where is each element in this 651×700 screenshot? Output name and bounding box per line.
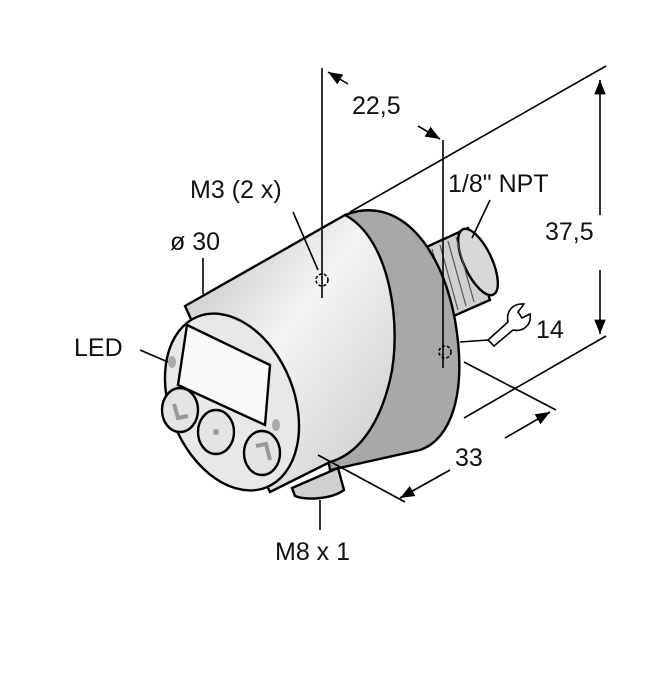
wrench-size-label: 14 [536, 316, 564, 344]
dimension-lines [139, 65, 607, 530]
npt-thread-label: 1/8" NPT [448, 170, 549, 198]
dimension-37-5-label: 37,5 [545, 218, 594, 246]
wrench-icon [486, 303, 532, 348]
m8-connector [290, 466, 346, 500]
dimension-33-label: 33 [455, 444, 483, 472]
led-indicator-2 [272, 419, 280, 431]
button-left [160, 386, 200, 434]
led-label: LED [74, 334, 123, 362]
display-window [176, 323, 272, 427]
button-center [196, 408, 236, 456]
button-right [242, 429, 282, 477]
led-indicator [168, 356, 176, 368]
diameter-label: ø 30 [170, 228, 220, 256]
front-housing [183, 213, 396, 494]
m3-holes-label: M3 (2 x) [190, 176, 282, 204]
mounting-hole-icon [438, 345, 452, 359]
dimension-22-5-label: 22,5 [352, 92, 401, 120]
m8-connector-label: M8 x 1 [275, 538, 350, 566]
